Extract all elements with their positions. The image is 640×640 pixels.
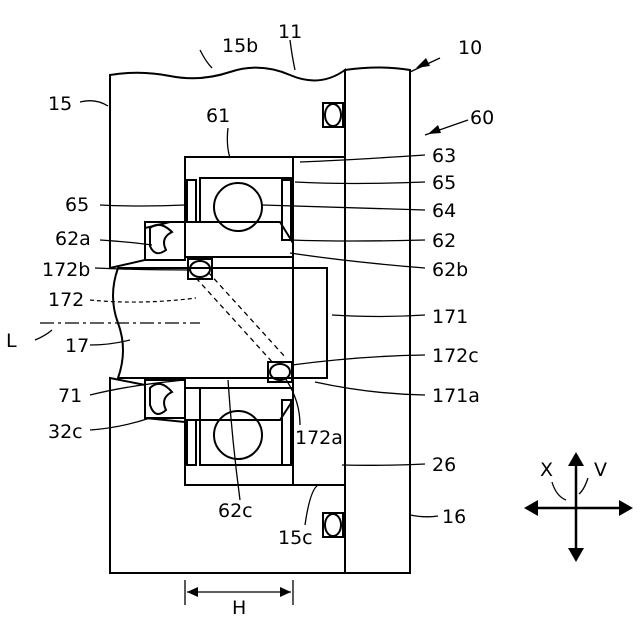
label-172a: 172a — [295, 427, 343, 449]
label-32c: 32c — [48, 421, 83, 443]
label-26: 26 — [432, 454, 456, 476]
label-11: 11 — [278, 21, 302, 43]
label-171a: 171a — [432, 385, 480, 407]
label-71: 71 — [58, 385, 82, 407]
bearing-upper-61 — [185, 157, 293, 257]
label-172c: 172c — [432, 345, 479, 367]
label-60: 60 — [470, 107, 494, 129]
label-X: X — [540, 459, 553, 481]
label-63: 63 — [432, 145, 456, 167]
label-65-right: 65 — [432, 172, 456, 194]
seal-32c — [145, 380, 185, 418]
label-15c: 15c — [278, 527, 313, 549]
passage-172 — [196, 272, 286, 364]
label-17: 17 — [65, 335, 89, 357]
labels: 10 11 15b 15 61 60 63 65 65 64 62a 62 17… — [6, 21, 607, 619]
label-171: 171 — [432, 306, 468, 328]
label-L: L — [6, 330, 17, 352]
label-62a: 62a — [55, 228, 91, 250]
label-H: H — [232, 597, 246, 619]
label-64: 64 — [432, 200, 456, 222]
label-61: 61 — [206, 105, 230, 127]
label-65-left: 65 — [65, 194, 89, 216]
label-62b: 62b — [432, 259, 468, 281]
housing-16 — [345, 68, 410, 574]
leader-lines — [35, 40, 468, 525]
label-172b: 172b — [42, 259, 90, 281]
bearing-lower — [185, 388, 293, 485]
label-62: 62 — [432, 230, 456, 252]
o-ring-upper — [323, 103, 343, 127]
o-ring-lower — [323, 513, 343, 537]
label-172: 172 — [48, 289, 84, 311]
label-15b: 15b — [222, 35, 258, 57]
label-16: 16 — [442, 506, 466, 528]
seal-62a — [145, 222, 185, 260]
label-V: V — [594, 459, 607, 481]
label-15: 15 — [48, 93, 72, 115]
label-10: 10 — [458, 37, 482, 59]
label-62c: 62c — [218, 500, 253, 522]
